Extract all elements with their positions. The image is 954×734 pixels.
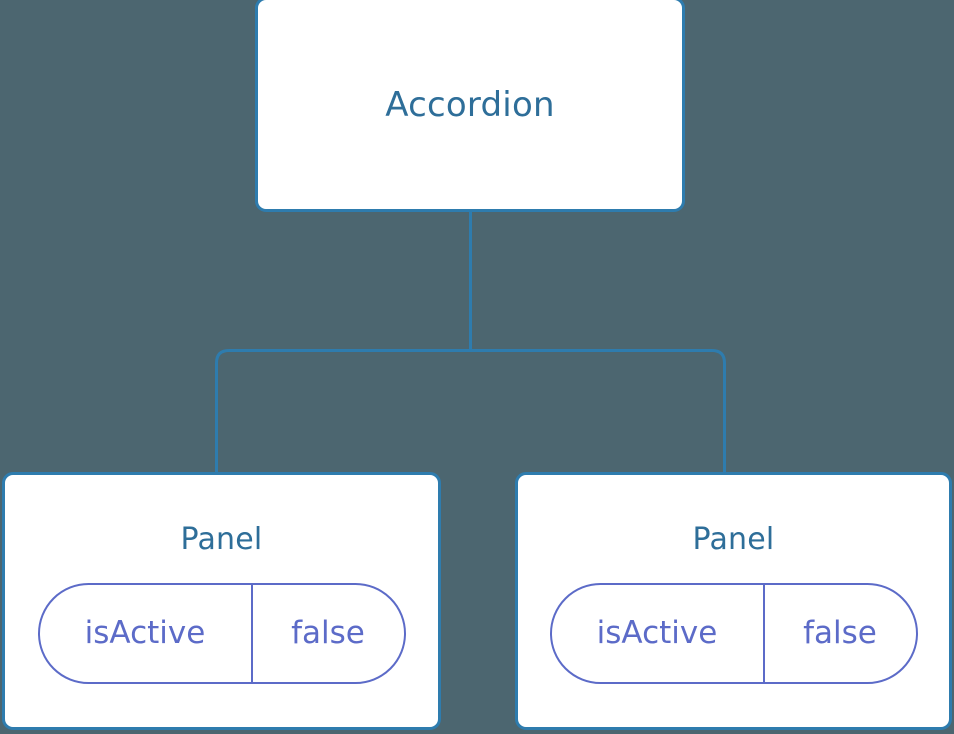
state-value: false <box>291 615 365 651</box>
node-title: Panel <box>180 522 263 557</box>
connector-bus <box>215 349 726 472</box>
node-title: Panel <box>692 522 775 557</box>
state-value: false <box>803 615 877 651</box>
state-key: isActive <box>40 585 253 682</box>
node-title: Accordion <box>385 84 555 125</box>
state-pill[interactable]: isActive false <box>37 583 406 684</box>
node-accordion[interactable]: Accordion <box>255 0 685 212</box>
state-pill[interactable]: isActive false <box>549 583 918 684</box>
node-panel-right[interactable]: Panel isActive false <box>515 472 952 730</box>
node-panel-left[interactable]: Panel isActive false <box>2 472 441 730</box>
state-key: isActive <box>552 585 765 682</box>
